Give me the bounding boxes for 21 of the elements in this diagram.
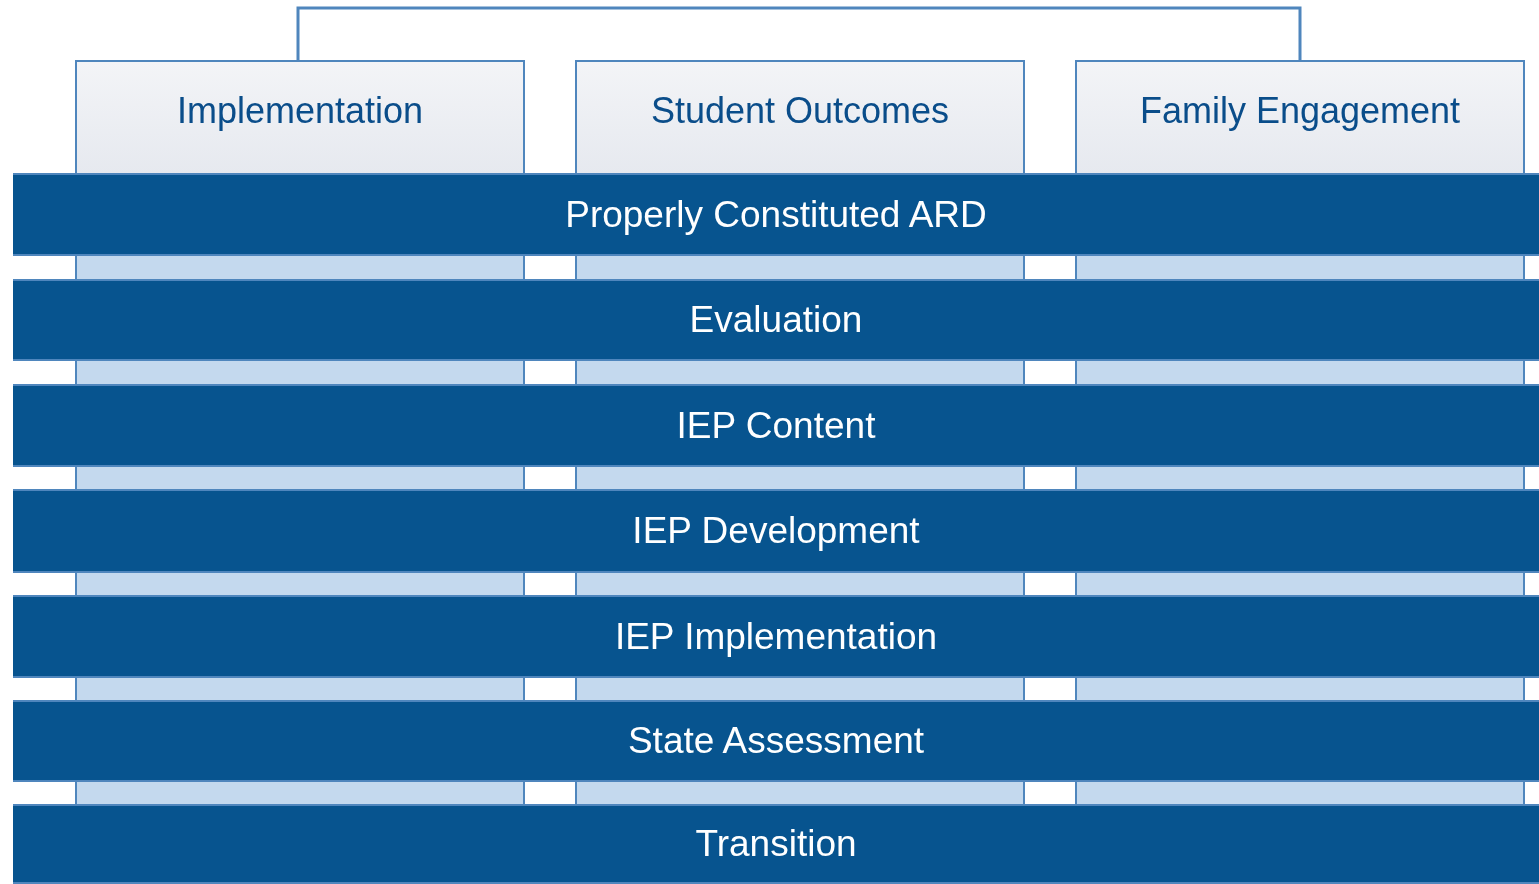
band-label: Evaluation [689, 299, 863, 341]
band-label: IEP Development [632, 510, 920, 552]
band-label: IEP Content [676, 404, 876, 447]
column-box [1075, 60, 1525, 174]
column-heading: Implementation [175, 90, 425, 132]
band-bar [13, 173, 1539, 256]
band-bar [13, 279, 1539, 361]
band-label: IEP Implementation [614, 615, 938, 658]
column-heading: Student Outcomes [649, 90, 951, 132]
band-bar [13, 595, 1539, 678]
band-bar [13, 489, 1539, 573]
connector-line [296, 6, 1302, 60]
band-bar [13, 700, 1539, 782]
band-label: Transition [695, 823, 857, 865]
column-heading: Family Engagement [1138, 90, 1462, 132]
band-label: Properly Constituted ARD [565, 193, 987, 236]
band-bar [13, 384, 1539, 467]
column-box [75, 60, 525, 174]
column-box [575, 60, 1025, 174]
band-label: State Assessment [627, 720, 925, 762]
band-bar [13, 804, 1539, 884]
